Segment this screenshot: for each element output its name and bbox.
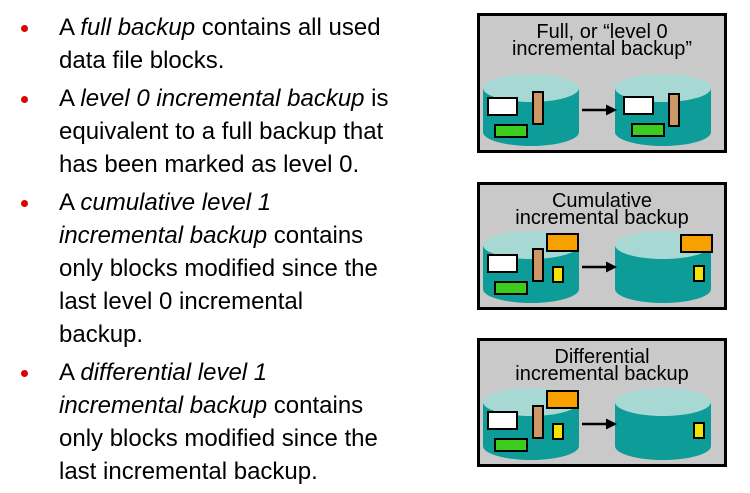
bullet-line: incremental backup contains (59, 219, 462, 252)
bullet-line: A cumulative level 1 (59, 186, 462, 219)
bullet-line: A full backup contains all used (59, 11, 462, 44)
target-database-cylinder (615, 245, 711, 303)
bullet-marker-icon (21, 200, 28, 207)
bullet-text: is (364, 85, 389, 112)
bullet-list: A full backup contains all used data file… (18, 11, 462, 493)
bullet-line: incremental backup contains (59, 389, 462, 422)
data-block-yellow (693, 265, 705, 282)
panel-title-line: Cumulative (551, 190, 653, 212)
data-block-yellow (552, 423, 564, 440)
bullet-text: contains (267, 222, 364, 249)
bullet-text: A (59, 85, 81, 112)
data-block-yellow (693, 422, 705, 439)
bullet-text: last level 0 incremental (59, 288, 304, 315)
bullet-line: only blocks modified since the (59, 252, 462, 285)
backup-arrow-icon (606, 104, 617, 116)
data-block-white (487, 97, 518, 116)
panel-title-line: Differential (554, 346, 650, 368)
backup-diagram (483, 231, 713, 303)
data-block-green (631, 123, 665, 137)
data-block-orange (546, 233, 579, 252)
data-block-orange (680, 234, 713, 253)
panel-title-line: Full, or “level 0 (536, 21, 668, 43)
data-block-yellow (552, 266, 564, 283)
bullet-line: A level 0 incremental backup is (59, 82, 462, 115)
bullet-marker-icon (21, 25, 28, 32)
data-block-tan (668, 93, 680, 127)
bullet-text: only blocks modified since the (59, 425, 378, 452)
panel-title-line: incremental backup (515, 207, 689, 229)
bullet-text: A (59, 14, 81, 41)
bullet-text: contains all used (195, 14, 381, 41)
bullet-text-italic: differential level 1 (80, 359, 268, 386)
bullet-text: A (59, 189, 81, 216)
bullet-text: A (59, 359, 81, 386)
bullet-line: last incremental backup. (59, 455, 462, 488)
data-block-tan (532, 248, 544, 282)
bullet-text: equivalent to a full backup that (59, 118, 384, 145)
panel-title-line: incremental backup (515, 363, 689, 385)
data-block-green (494, 438, 528, 452)
bullet-item: A level 0 incremental backup is equivalen… (18, 82, 462, 181)
data-block-white (487, 411, 518, 430)
source-cylinder-top (483, 74, 579, 102)
bullet-marker-icon (21, 370, 28, 377)
bullet-line: A differential level 1 (59, 356, 462, 389)
bullet-text: data file blocks. (59, 47, 225, 74)
bullet-text-italic: incremental backup (59, 222, 268, 249)
data-block-white (623, 96, 654, 115)
target-cylinder-top (615, 74, 711, 102)
panel-title-line: incremental backup” (511, 38, 693, 60)
backup-diagram (483, 74, 711, 146)
target-database-cylinder (615, 402, 711, 460)
bullet-text-italic: full backup (80, 14, 196, 41)
bullet-line: equivalent to a full backup that (59, 115, 462, 148)
target-cylinder-top (615, 388, 711, 416)
bullet-text-italic: level 0 incremental backup (80, 85, 365, 112)
bullet-line: has been marked as level 0. (59, 148, 462, 181)
bullet-text: contains (267, 392, 364, 419)
bullet-line: backup. (59, 318, 462, 351)
bullet-text-italic: incremental backup (59, 392, 268, 419)
bullet-text: backup. (59, 321, 144, 348)
bullet-line: last level 0 incremental (59, 285, 462, 318)
data-block-white (487, 254, 518, 273)
bullet-text: has been marked as level 0. (59, 151, 360, 178)
bullet-line: only blocks modified since the (59, 422, 462, 455)
bullet-line: data file blocks. (59, 44, 462, 77)
bullet-text: only blocks modified since the (59, 255, 378, 282)
bullet-marker-icon (21, 96, 28, 103)
data-block-orange (546, 390, 579, 409)
data-block-tan (532, 91, 544, 125)
backup-arrow-icon (606, 261, 617, 273)
bullet-item: A full backup contains all used data file… (18, 11, 462, 77)
backup-arrow-icon (606, 418, 617, 430)
data-block-green (494, 124, 528, 138)
data-block-tan (532, 405, 544, 439)
backup-diagram (483, 388, 711, 460)
bullet-text-italic: cumulative level 1 (80, 189, 272, 216)
bullet-text: last incremental backup. (59, 458, 318, 485)
data-block-green (494, 281, 528, 295)
